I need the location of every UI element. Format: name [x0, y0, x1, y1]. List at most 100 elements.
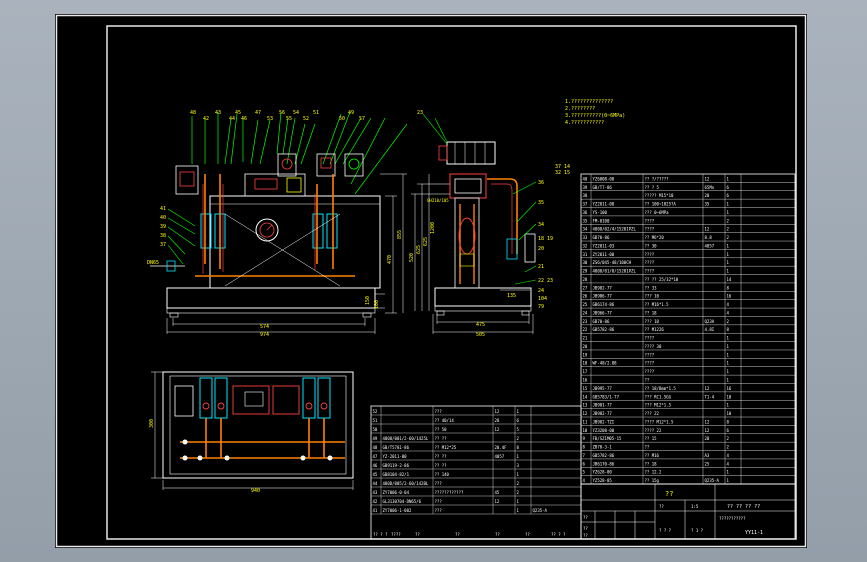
table-cell: 10 — [583, 428, 588, 433]
dim-side-h3: 625 — [423, 237, 429, 246]
table-cell: ??? — [435, 409, 443, 414]
dim-plan-width: 940 — [251, 488, 260, 494]
table-cell: 18 — [583, 361, 588, 366]
title-scale: 1:5 — [691, 504, 699, 509]
table-cell: ??? 10 — [645, 319, 660, 324]
table-cell: ?? 18 — [645, 461, 658, 466]
table-cell: 12 — [705, 176, 710, 181]
table-cell: GB8104-82/1 — [383, 472, 410, 477]
dim-side-width-outer: 505 — [476, 332, 485, 338]
note-line: 3.??????????(0~6MPa) — [565, 113, 625, 119]
table-cell: ?? — [645, 378, 650, 383]
table-cell: 6 — [583, 461, 586, 466]
outer-frame — [55, 14, 807, 548]
table-cell: 48 — [373, 445, 378, 450]
table-cell: ???? — [645, 260, 655, 265]
table-cell: ???? — [645, 336, 655, 341]
title-sig-1: ?? — [583, 515, 588, 520]
table-cell: 2 — [517, 481, 520, 486]
table-cell: 16 — [727, 294, 732, 299]
table-cell: 2 — [727, 445, 730, 450]
svg-text:20: 20 — [538, 246, 544, 252]
table-cell: ?? ?/????? — [645, 176, 670, 181]
table-cell: 8 — [727, 285, 730, 290]
table-cell: 20 — [705, 436, 710, 441]
table-cell: 10 — [727, 394, 732, 399]
callout-number: 48 — [190, 110, 196, 116]
table-cell: 30 — [583, 260, 588, 265]
svg-text:35: 35 — [538, 200, 544, 206]
table-cell: 45 — [373, 472, 378, 477]
table-cell: ??? — [435, 499, 443, 504]
table-cell: 21 — [583, 336, 588, 341]
table-cell: 5 — [517, 427, 520, 432]
table-cell: 2 — [727, 235, 730, 240]
table-cell: 12 — [705, 428, 710, 433]
table-cell: ???? 22 — [645, 428, 662, 433]
table-cell: 46 — [373, 463, 378, 468]
table-header-cell: ???? — [391, 532, 401, 537]
table-cell: 7 — [583, 453, 586, 458]
table-cell: 20 — [583, 344, 588, 349]
table-cell: 20.4F — [495, 445, 508, 450]
title-sheet: ? 1 ? — [691, 528, 704, 533]
table-cell: 1 — [727, 470, 730, 475]
table-cell: JB982-77 — [593, 411, 613, 416]
title-sheet-label: ? ? ? — [659, 528, 672, 533]
table-cell: 44 — [373, 481, 378, 486]
table-cell: 34 — [583, 227, 588, 232]
table-cell: YZ3208-00 — [593, 428, 615, 433]
callout-number: 50 — [339, 116, 345, 122]
table-cell: ???? — [645, 227, 655, 232]
table-header-cell: ?? — [415, 532, 420, 537]
note-line: 4.??????????? — [565, 120, 604, 126]
table-cell: 16 — [727, 386, 732, 391]
table-cell: 51 — [373, 418, 378, 423]
callout-number: 47 — [255, 110, 261, 116]
table-cell: 4 — [583, 478, 586, 483]
table-cell: YZ528-05 — [593, 478, 613, 483]
table-cell: ?? ? 5 — [645, 185, 660, 190]
note-line: 2.???????? — [565, 106, 595, 112]
table-cell: 12 — [705, 386, 710, 391]
table-cell: JB995-77 — [593, 386, 613, 391]
table-cell: 3 — [517, 463, 520, 468]
table-cell: 29 — [583, 269, 588, 274]
table-cell: 50 — [373, 427, 378, 432]
callout-number: 44 — [229, 116, 235, 122]
table-cell: ?? 18 — [645, 310, 658, 315]
table-cell: GB6174-86 — [593, 302, 615, 307]
svg-text:38: 38 — [160, 233, 166, 239]
table-cell: GB9119-2-86 — [383, 463, 410, 468]
table-cell: 4 — [727, 453, 730, 458]
table-cell: ???? — [645, 352, 655, 357]
table-cell: 4057 — [705, 243, 715, 248]
callout-number: 51 — [313, 110, 319, 116]
table-cell: ?? 50 — [435, 427, 448, 432]
table-cell: 15 — [583, 386, 588, 391]
table-header-cell: ?? ? ? — [551, 532, 566, 537]
svg-text:DN65: DN65 — [147, 260, 159, 266]
table-cell: ?? 100~1025?A — [645, 202, 677, 207]
table-cell: 8 — [517, 445, 520, 450]
table-cell: YZ-2011-00 — [383, 454, 408, 459]
table-cell: 1 — [727, 202, 730, 207]
callout-number: 42 — [203, 116, 209, 122]
table-cell: 1 — [517, 472, 520, 477]
table-cell: 32 — [583, 243, 588, 248]
title-sig-3: ?? — [583, 533, 588, 538]
title-code: YY11-1 — [745, 530, 763, 536]
callout-number: 45 — [235, 110, 241, 116]
table-cell: 4 — [727, 302, 730, 307]
table-cell: 1 — [727, 243, 730, 248]
table-cell: 4808/001/2-60/1425L — [383, 436, 429, 441]
table-cell: ?? ?? — [435, 436, 448, 441]
dim-side-h4: 1200 — [430, 222, 436, 234]
table-cell: 1 — [727, 478, 730, 483]
table-cell: 10 — [727, 411, 732, 416]
table-cell: ZY7006-0-04 — [383, 490, 410, 495]
table-cell: 14 — [727, 277, 732, 282]
table-cell: ?? ?? — [435, 454, 448, 459]
table-cell: 4 — [727, 461, 730, 466]
